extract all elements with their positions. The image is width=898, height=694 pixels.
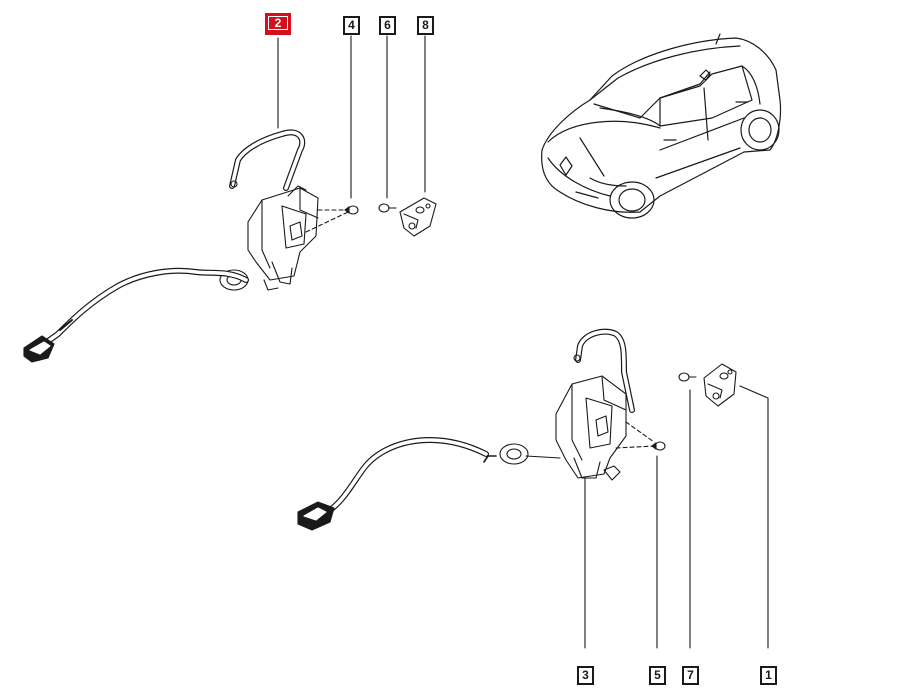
rear-door-lock-icon	[483, 328, 655, 481]
callout-8[interactable]: 8	[417, 16, 434, 35]
cable-icon	[41, 267, 249, 347]
screw-icon	[651, 441, 666, 451]
car-icon	[541, 33, 782, 219]
callout-2[interactable]: 2	[265, 13, 291, 35]
front-door-lock-icon	[219, 129, 349, 291]
connector-icon	[23, 335, 55, 363]
screw-icon	[344, 205, 359, 215]
callout-5[interactable]: 5	[649, 666, 666, 685]
screw-icon	[678, 372, 697, 382]
cable-icon	[327, 437, 489, 513]
callout-4[interactable]: 4	[343, 16, 360, 35]
screw-icon	[378, 203, 397, 213]
connector-icon	[297, 501, 335, 531]
callout-7[interactable]: 7	[682, 666, 699, 685]
leader-lines	[277, 35, 769, 649]
striker-icon	[399, 197, 437, 237]
callout-3[interactable]: 3	[577, 666, 594, 685]
callout-label: 2	[268, 16, 288, 30]
striker-icon	[703, 363, 737, 407]
callout-1[interactable]: 1	[760, 666, 777, 685]
callout-6[interactable]: 6	[379, 16, 396, 35]
